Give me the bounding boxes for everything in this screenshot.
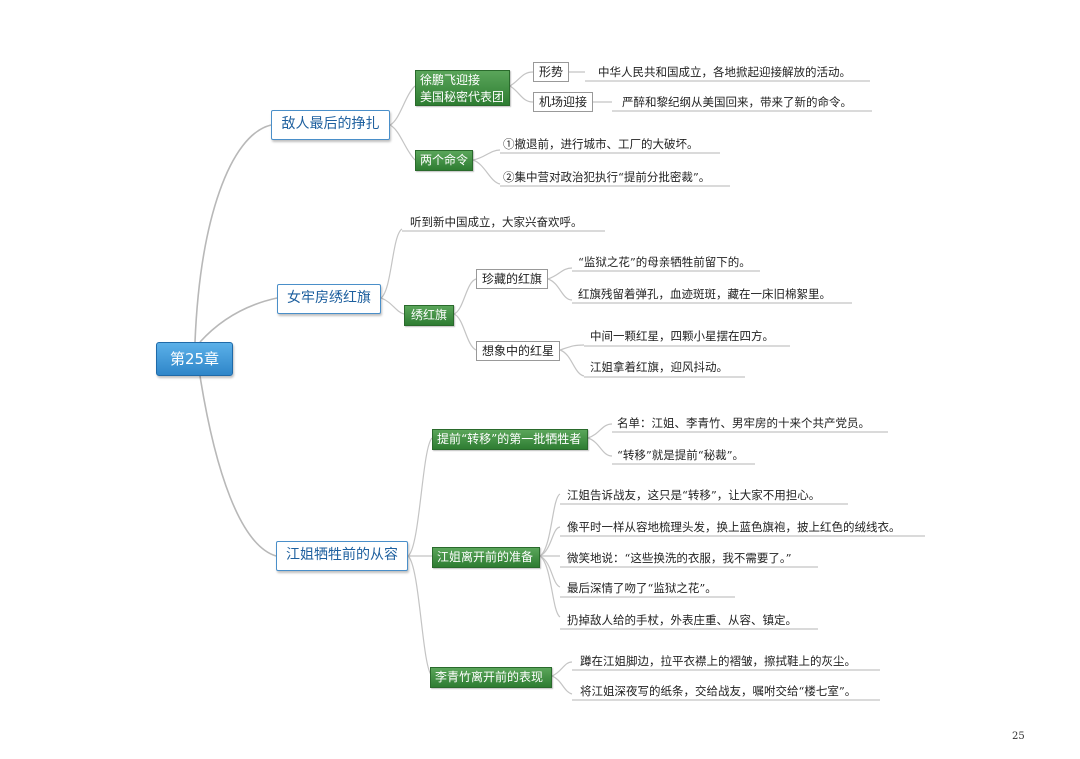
leaf-situation: 中华人民共和国成立，各地掀起迎接解放的活动。 bbox=[598, 65, 851, 79]
subtopic-imagined-star[interactable]: 想象中的红星 bbox=[476, 341, 561, 361]
leaf-star-layout: 中间一颗红星，四颗小星摆在四方。 bbox=[590, 329, 774, 343]
leaf-transfer-meaning: “转移”就是提前“秘裁”。 bbox=[617, 448, 745, 462]
leaf-victim-list: 名单：江姐、李青竹、男牢房的十来个共产党员。 bbox=[617, 416, 870, 430]
leaf-flag-condition: 红旗残留着弹孔，血迹斑斑，藏在一床旧棉絮里。 bbox=[578, 287, 831, 301]
leaf-prep-1: 江姐告诉战友，这只是“转移”，让大家不用担心。 bbox=[567, 488, 821, 502]
subtopic-airport[interactable]: 机场迎接 bbox=[533, 92, 594, 112]
subtopic-situation[interactable]: 形势 bbox=[533, 62, 570, 82]
subtopic-treasured-flag[interactable]: 珍藏的红旗 bbox=[476, 269, 549, 289]
topic-jiangjie-prep[interactable]: 江姐离开前的准备 bbox=[432, 547, 540, 568]
branch-embroider-flag[interactable]: 女牢房绣红旗 bbox=[277, 284, 381, 314]
leaf-prep-5: 扔掉敌人给的手杖，外表庄重、从容、镇定。 bbox=[567, 613, 797, 627]
branch-enemy-struggle[interactable]: 敌人最后的挣扎 bbox=[271, 110, 390, 140]
leaf-order-1: ①撤退前，进行城市、工厂的大破坏。 bbox=[503, 137, 699, 151]
topic-first-victims[interactable]: 提前“转移”的第一批牺牲者 bbox=[432, 429, 588, 450]
topic-two-orders[interactable]: 两个命令 bbox=[415, 150, 473, 171]
leaf-airport: 严醉和黎纪纲从美国回来，带来了新的命令。 bbox=[622, 95, 852, 109]
page-number: 25 bbox=[1012, 731, 1025, 742]
topic-embroider[interactable]: 绣红旗 bbox=[404, 305, 454, 326]
root-node[interactable]: 第25章 bbox=[156, 342, 233, 376]
leaf-flag-origin: “监狱之花”的母亲牺牲前留下的。 bbox=[578, 255, 751, 269]
leaf-cheer: 听到新中国成立，大家兴奋欢呼。 bbox=[410, 215, 583, 229]
leaf-jiangjie-flag: 江姐拿着红旗，迎风抖动。 bbox=[590, 360, 728, 374]
leaf-prep-3: 微笑地说：“这些换洗的衣服，我不需要了。” bbox=[567, 551, 792, 565]
topic-li-qingzhu[interactable]: 李青竹离开前的表现 bbox=[430, 667, 552, 688]
branch-jiangjie-composure[interactable]: 江姐牺牲前的从容 bbox=[276, 541, 408, 571]
leaf-prep-4: 最后深情了吻了“监狱之花”。 bbox=[567, 581, 717, 595]
topic-xu-pengfei[interactable]: 徐鹏飞迎接 美国秘密代表团 bbox=[415, 70, 510, 106]
topic-line-2: 美国秘密代表团 bbox=[420, 90, 505, 104]
leaf-li-1: 蹲在江姐脚边，拉平衣襟上的褶皱，擦拭鞋上的灰尘。 bbox=[580, 654, 856, 668]
leaf-li-2: 将江姐深夜写的纸条，交给战友，嘱咐交给“楼七室”。 bbox=[580, 684, 857, 698]
topic-line-1: 徐鹏飞迎接 bbox=[420, 73, 481, 87]
leaf-prep-2: 像平时一样从容地梳理头发，换上蓝色旗袍，披上红色的绒线衣。 bbox=[567, 520, 901, 534]
leaf-order-2: ②集中营对政治犯执行“提前分批密裁”。 bbox=[503, 170, 711, 184]
